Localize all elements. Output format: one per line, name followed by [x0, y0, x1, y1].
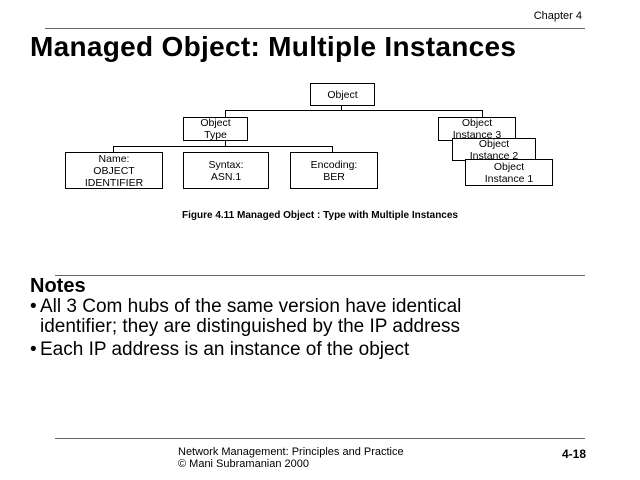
note-text: identifier; they are distinguished by th…	[40, 316, 461, 337]
box-label: BER	[323, 170, 345, 183]
box-label: ASN.1	[210, 170, 242, 183]
box-label: Object	[200, 117, 231, 129]
box-label: Instance 1	[484, 172, 534, 185]
footer-copyright: © Mani Subramanian 2000	[178, 458, 310, 470]
name-box: Name: OBJECT IDENTIFIER	[65, 152, 163, 189]
connector	[482, 110, 483, 117]
connector	[225, 110, 226, 117]
box-label: IDENTIFIER	[84, 176, 144, 189]
object-instance-2-box: Object Instance 2	[452, 137, 536, 162]
box-label: Name:	[98, 152, 130, 165]
object-box: Object	[310, 83, 375, 106]
notes-divider	[55, 275, 585, 276]
box-label: Object	[493, 160, 525, 173]
encoding-box: Encoding: BER	[290, 152, 378, 189]
box-label: Encoding:	[310, 158, 358, 171]
connector	[332, 146, 333, 152]
box-label: Instance 2	[469, 149, 519, 162]
note-bullet: •Each IP address is an instance of the o…	[30, 340, 409, 360]
object-label: Object	[327, 88, 358, 101]
connector	[113, 146, 333, 147]
note-text: Each IP address is an instance of the ob…	[40, 339, 410, 360]
note-text: All 3 Com hubs of the same version have …	[40, 296, 462, 317]
box-label: Object	[461, 117, 493, 129]
footer-divider	[55, 438, 585, 439]
chapter-label: Chapter 4	[533, 10, 582, 22]
connector	[225, 110, 483, 111]
footer-text: Network Management: Principles and Pract…	[178, 446, 404, 470]
connector	[225, 140, 226, 146]
box-label: Object	[478, 137, 510, 150]
syntax-box: Syntax: ASN.1	[183, 152, 269, 189]
bullet-icon: •	[30, 296, 37, 317]
page-number: 4-18	[562, 447, 587, 461]
notes-heading: Notes	[30, 275, 86, 297]
figure-caption: Figure 4.11 Managed Object : Type with M…	[182, 210, 458, 221]
page-title: Managed Object: Multiple Instances	[30, 31, 517, 62]
note-bullet: •All 3 Com hubs of the same version have…	[30, 297, 461, 337]
object-type-box: Object Type	[183, 117, 248, 141]
connector	[113, 146, 114, 152]
object-instance-1-box: Object Instance 1	[465, 159, 553, 186]
box-label: OBJECT	[93, 164, 135, 177]
connector	[341, 105, 342, 110]
box-label: Syntax:	[208, 158, 244, 171]
box-label: Type	[204, 129, 227, 141]
header-divider	[45, 28, 585, 29]
bullet-icon: •	[30, 339, 37, 360]
footer-book-title: Network Management: Principles and Pract…	[178, 446, 404, 458]
